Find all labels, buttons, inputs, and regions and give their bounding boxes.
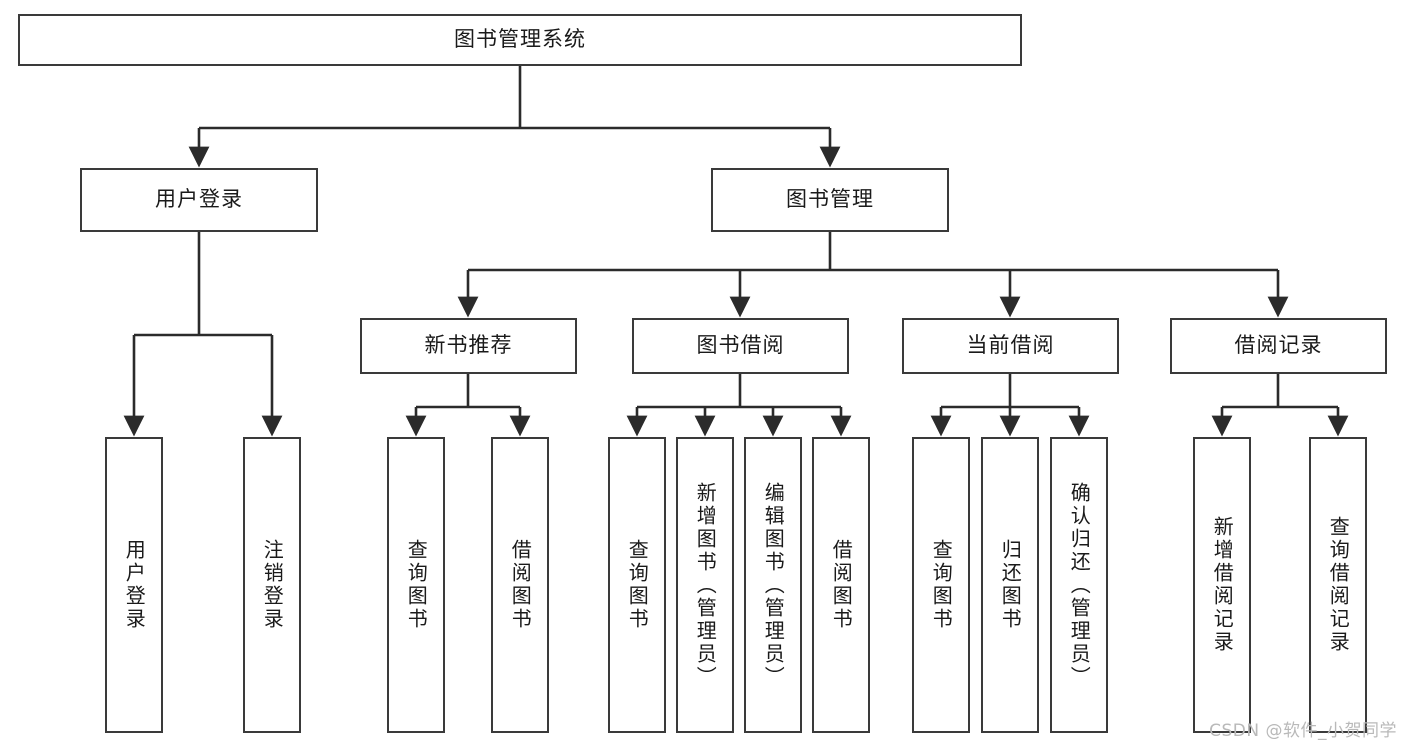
node-user-login-label: 用户登录 — [155, 187, 243, 212]
node-leaf-logout-login[interactable]: 注销登录 — [243, 437, 301, 733]
node-borrow-record[interactable]: 借阅记录 — [1170, 318, 1387, 374]
node-leaf-query-book-1[interactable]: 查询图书 — [387, 437, 445, 733]
node-leaf-borrow-book-1-label: 借阅图书 — [508, 539, 533, 631]
node-book-management-label: 图书管理 — [786, 187, 874, 212]
node-borrow-record-label: 借阅记录 — [1234, 333, 1323, 358]
node-book-borrow-label: 图书借阅 — [696, 333, 785, 358]
node-leaf-borrow-book-1[interactable]: 借阅图书 — [491, 437, 549, 733]
node-current-borrow[interactable]: 当前借阅 — [902, 318, 1119, 374]
node-leaf-edit-book-label: 编辑图书（管理员） — [761, 481, 786, 689]
node-root[interactable]: 图书管理系统 — [18, 14, 1022, 66]
node-leaf-query-borrow-record-label: 查询借阅记录 — [1326, 516, 1351, 654]
node-leaf-query-book-1-label: 查询图书 — [404, 539, 429, 631]
node-user-login[interactable]: 用户登录 — [80, 168, 318, 232]
watermark-text: CSDN @软件_小贺同学 — [1209, 721, 1397, 741]
node-leaf-add-book-label: 新增图书（管理员） — [693, 481, 718, 689]
node-leaf-edit-book[interactable]: 编辑图书（管理员） — [744, 437, 802, 733]
node-leaf-return-book[interactable]: 归还图书 — [981, 437, 1039, 733]
node-current-borrow-label: 当前借阅 — [966, 333, 1055, 358]
node-new-book-recommend[interactable]: 新书推荐 — [360, 318, 577, 374]
node-leaf-query-book-2[interactable]: 查询图书 — [608, 437, 666, 733]
node-book-management[interactable]: 图书管理 — [711, 168, 949, 232]
node-leaf-user-login[interactable]: 用户登录 — [105, 437, 163, 733]
node-new-book-recommend-label: 新书推荐 — [424, 333, 513, 358]
node-leaf-query-borrow-record[interactable]: 查询借阅记录 — [1309, 437, 1367, 733]
node-leaf-user-login-label: 用户登录 — [122, 539, 147, 631]
node-leaf-borrow-book-2[interactable]: 借阅图书 — [812, 437, 870, 733]
node-root-label: 图书管理系统 — [454, 27, 586, 52]
node-leaf-add-borrow-record-label: 新增借阅记录 — [1210, 516, 1235, 654]
node-leaf-borrow-book-2-label: 借阅图书 — [829, 539, 854, 631]
node-leaf-add-book[interactable]: 新增图书（管理员） — [676, 437, 734, 733]
node-leaf-query-book-2-label: 查询图书 — [625, 539, 650, 631]
node-leaf-return-book-label: 归还图书 — [998, 539, 1023, 631]
node-leaf-add-borrow-record[interactable]: 新增借阅记录 — [1193, 437, 1251, 733]
node-leaf-query-book-3-label: 查询图书 — [929, 539, 954, 631]
node-book-borrow[interactable]: 图书借阅 — [632, 318, 849, 374]
node-leaf-confirm-return-label: 确认归还（管理员） — [1067, 481, 1092, 689]
node-leaf-logout-login-label: 注销登录 — [260, 539, 285, 631]
node-leaf-query-book-3[interactable]: 查询图书 — [912, 437, 970, 733]
node-leaf-confirm-return[interactable]: 确认归还（管理员） — [1050, 437, 1108, 733]
